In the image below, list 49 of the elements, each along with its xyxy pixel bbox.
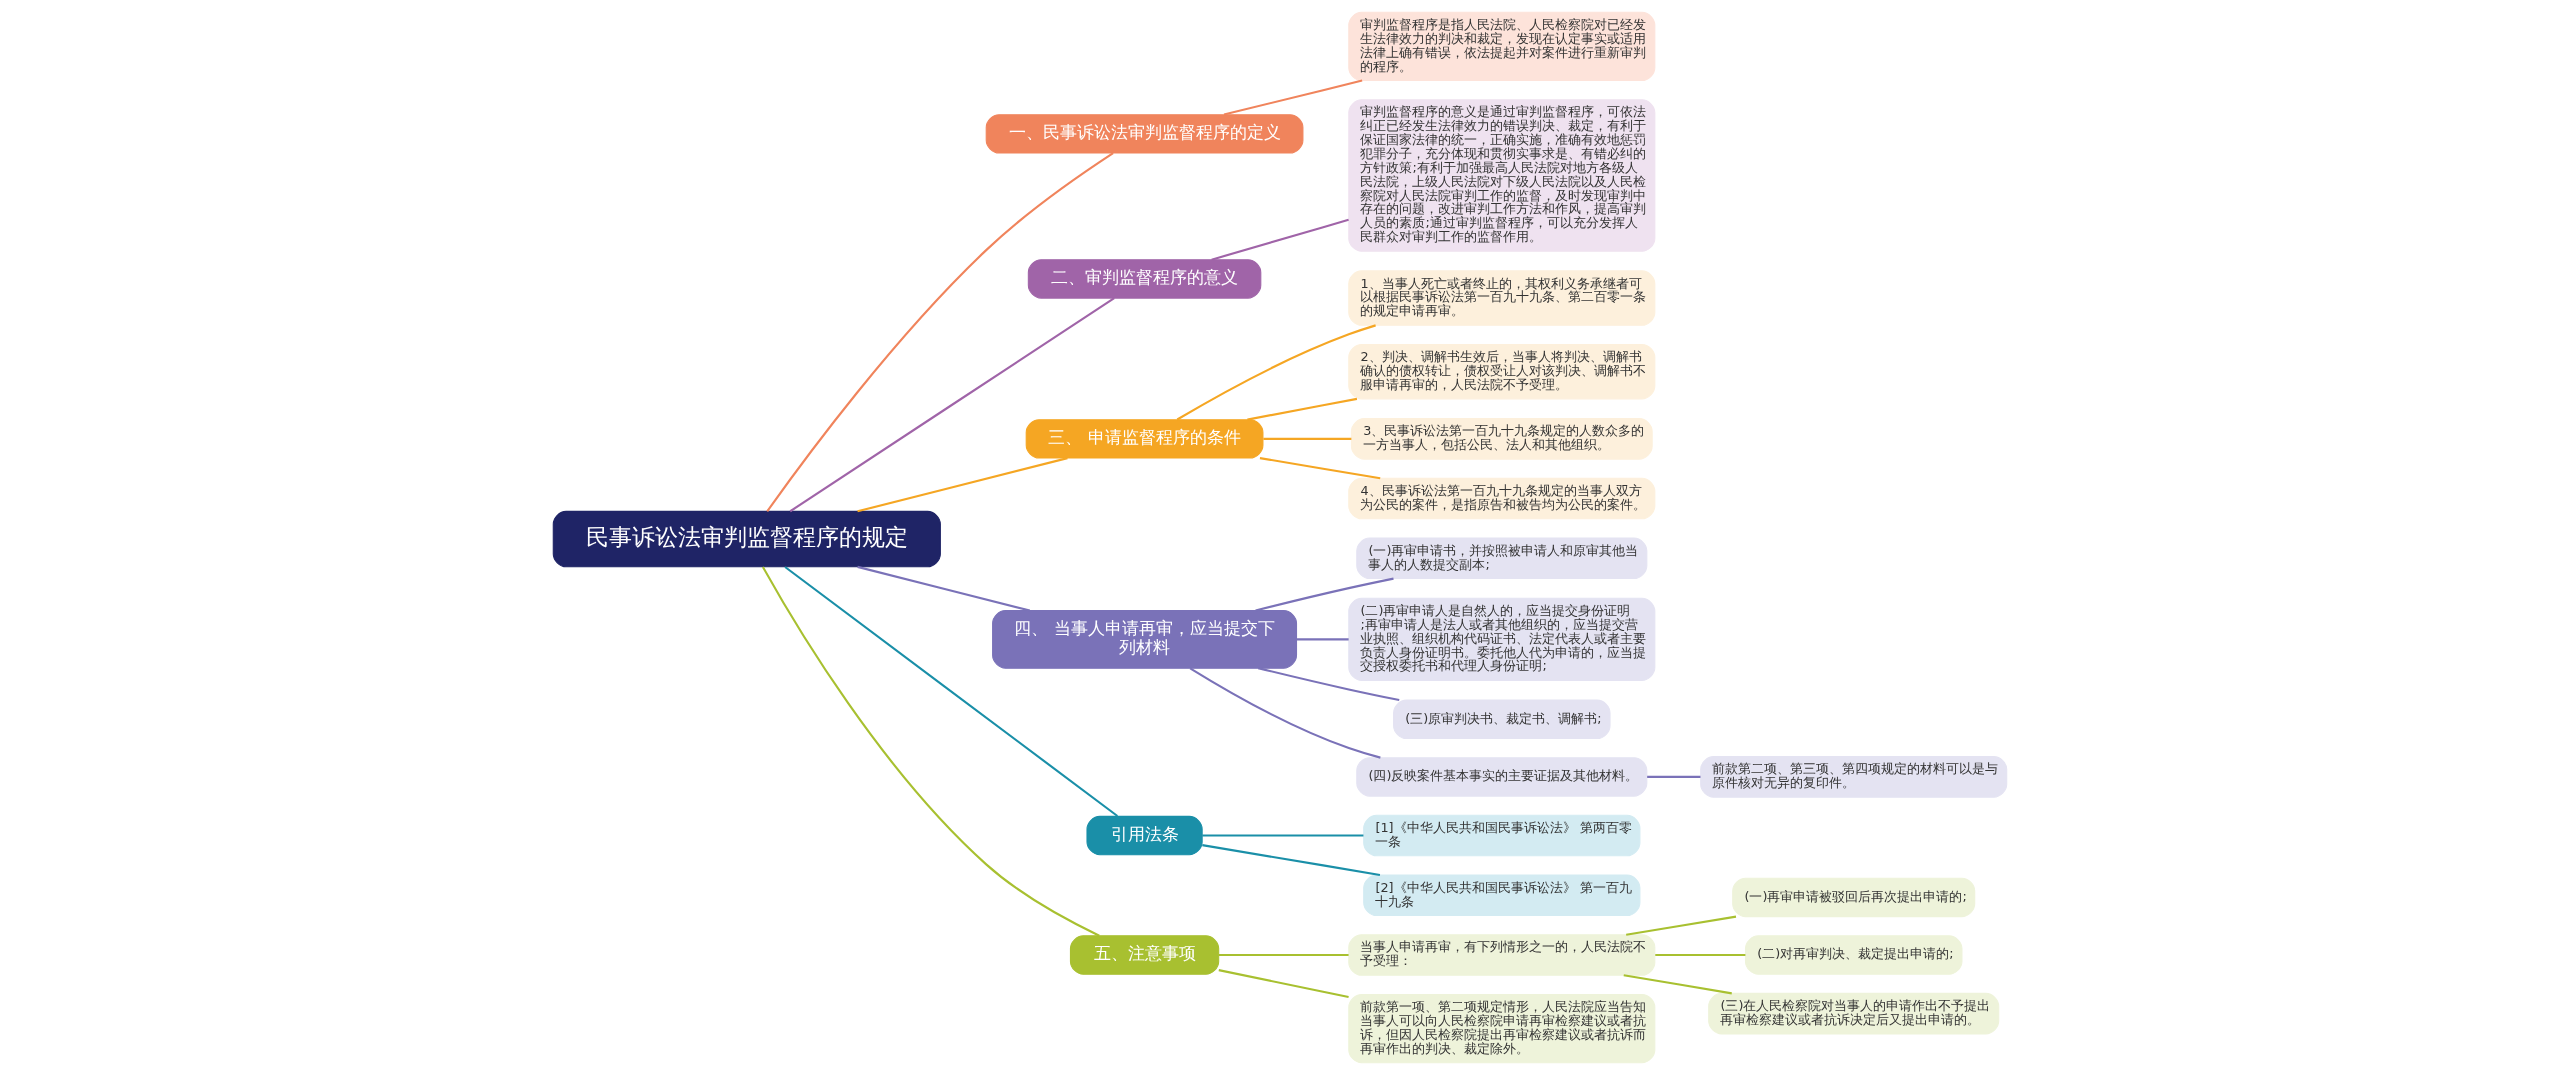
node-box: (三)在人民检察院对当事人的申请作出不予提出再审检察建议或者抗诉决定后又提出申请的。: [1708, 992, 2000, 1035]
node-box: 四、 当事人申请再审，应当提交下列材料: [992, 610, 1298, 669]
connector: [1202, 834, 1364, 837]
node-box: 2、判决、调解书生效后，当事人将判决、调解书确认的债权转让，债权受让人对该判决、调解书不服申请再审的，人民法院不予受理。: [1348, 343, 1656, 400]
connector: [857, 457, 1068, 513]
node-box: (四)反映案件基本事实的主要证据及其他材料。: [1356, 757, 1648, 797]
node-box: [1]《中华人民共和国民事诉讼法》 第两百零一条: [1363, 814, 1641, 857]
connector: [761, 566, 1100, 937]
node-box: 引用法条: [1086, 815, 1203, 856]
connector: [1247, 397, 1358, 421]
connector: [1223, 79, 1363, 116]
node-box: 一、民事诉讼法审判监督程序的定义: [985, 114, 1304, 154]
connector: [1258, 667, 1400, 702]
connector: [1259, 457, 1381, 480]
connector: [1176, 324, 1376, 421]
connector: [1623, 974, 1732, 995]
node-box: 前款第一项、第二项规定情形，人民法院应当告知当事人可以向人民检察院申请再审检察建议或者抗诉，但因人民检察院提出再审检察建议或者抗诉而再审作出的判决、裁定除外。: [1348, 993, 1656, 1064]
connector: [1655, 953, 1746, 957]
connector: [1218, 969, 1349, 999]
node-box: (一)再审申请被驳回后再次提出申请的;: [1732, 877, 1976, 918]
node-box: 3、民事诉讼法第一百九十九条规定的人数众多的一方当事人，包括公民、法人和其他组织。: [1350, 418, 1653, 460]
node-box: 1、当事人死亡或者终止的，其权利义务承继者可以根据民事诉讼法第一百九十九条、第二百零一条的规定申请再审。: [1348, 270, 1656, 326]
connector: [1189, 667, 1381, 759]
connector: [857, 565, 1031, 612]
connector: [789, 297, 1115, 513]
connector: [1647, 775, 1701, 778]
node-box: 民事诉讼法审判监督程序的规定: [552, 510, 941, 568]
node-box: (二)对再审判决、裁定提出申请的;: [1744, 935, 1963, 975]
node-box: 前款第二项、第三项、第四项规定的材料可以是与原件核对无异的复印件。: [1700, 756, 2008, 798]
node-box: [2]《中华人民共和国民事诉讼法》 第一百九十九条: [1363, 874, 1641, 917]
node-box: 4、民事诉讼法第一百九十九条规定的当事人双方为公民的案件，是指原告和被告均为公民的案件。: [1348, 477, 1656, 520]
node-box: 三、 申请监督程序的条件: [1025, 419, 1264, 459]
connector: [1218, 953, 1349, 957]
connector: [1263, 437, 1352, 440]
connector: [1626, 915, 1737, 936]
connector: [1255, 577, 1394, 612]
node-box: (三)原审判决书、裁定书、调解书;: [1393, 699, 1611, 740]
node-box: 二、审判监督程序的意义: [1027, 259, 1262, 299]
connector: [766, 152, 1114, 512]
node-box: 审判监督程序的意义是通过审判监督程序，可依法纠正已经发生法律效力的错误判决、裁定，有利于保证国家法律的统一，正确实施，准确有效地惩罚犯罪分子，充分体现和贯彻实事求是、有错必纠的方针政策;有利于加强最高人民法院对地方各级人民法院，上级人民法院对下级人民法院以及人民检察院对人民法院审判工作的监督，及时发现审判中存在的问题，改进审判工作方法和作风，提高审判人员的素质;通过审判监督程序，可以充分发挥人民群众对审判工作的监督作用。: [1348, 99, 1656, 252]
node-box: 当事人申请再审，有下列情形之一的，人民法院不予受理：: [1348, 934, 1656, 976]
connector: [1296, 638, 1349, 641]
node-box: 五、注意事项: [1069, 935, 1220, 975]
connector: [784, 566, 1119, 817]
node-box: (一)再审申请书，并按照被申请人和原审其他当事人的人数提交副本;: [1356, 537, 1648, 580]
connector: [1211, 218, 1349, 261]
connector: [1202, 844, 1381, 876]
node-box: 审判监督程序是指人民法院、人民检察院对已经发生法律效力的判决和裁定，发现在认定事实或适用法律上确有错误，依法提起并对案件进行重新审判的程序。: [1348, 11, 1656, 82]
node-box: (二)再审申请人是自然人的，应当提交身份证明;再审申请人是法人或者其他组织的，应当提交营业执照、组织机构代码证书、法定代表人或者主要负责人身份证明书。委托他人代为申请的，应当提交授权委托书和代理人身份证明;: [1348, 597, 1656, 681]
